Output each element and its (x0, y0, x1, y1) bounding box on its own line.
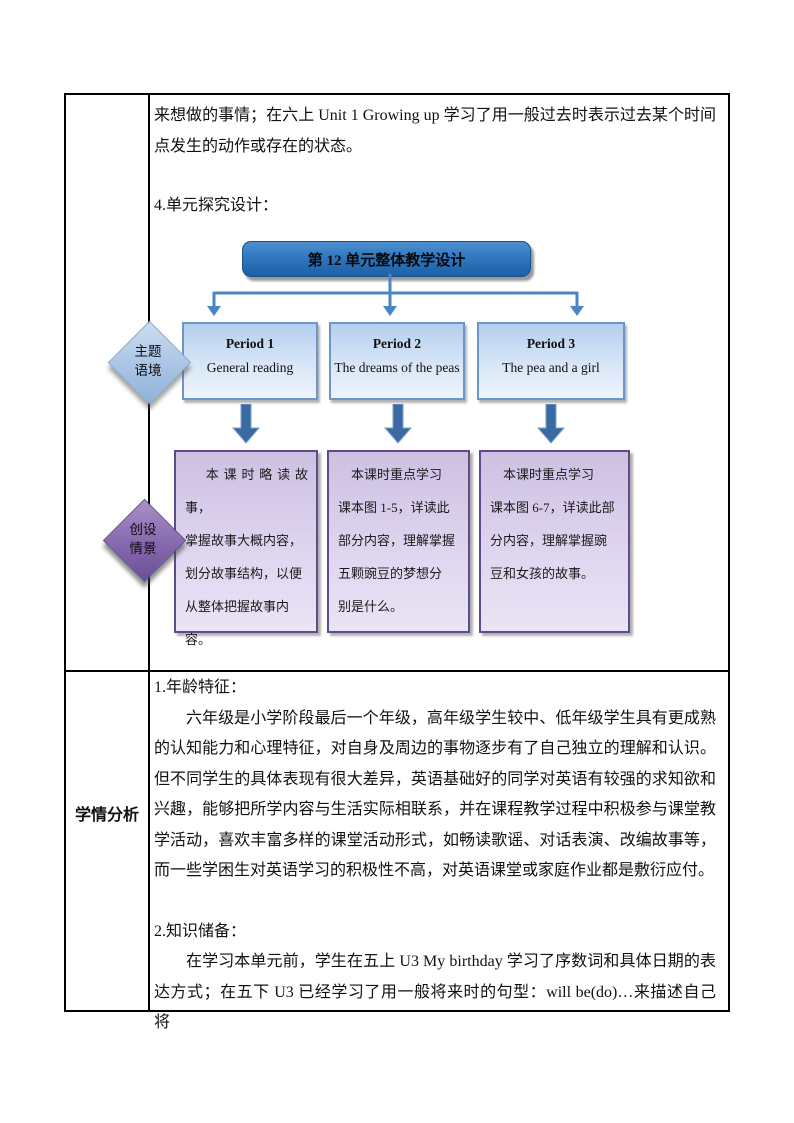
period-3-box: Period 3 The pea and a girl (477, 322, 625, 400)
flowchart-title-box: 第 12 单元整体教学设计 (242, 241, 531, 277)
student-analysis-content: 1.年龄特征： 六年级是小学阶段最后一个年级，高年级学生较中、低年级学生具有更成… (154, 673, 716, 1039)
unit-design-flowchart: 第 12 单元整体教学设计 Period 1 General readin (66, 95, 728, 670)
period-3-subtitle: The pea and a girl (502, 360, 600, 375)
period-2-box: Period 2 The dreams of the peas (329, 322, 465, 400)
knowledge-reserve-paragraph: 在学习本单元前，学生在五上 U3 My birthday 学习了序数词和具体日期… (154, 953, 716, 1031)
period-1-subtitle: General reading (206, 360, 294, 375)
down-arrow-icon (384, 404, 412, 444)
period-1-box: Period 1 General reading (182, 322, 318, 400)
intro-paragraph: 来想做的事情；在六上 Unit 1 Growing up 学习了用一般过去时表示… (154, 107, 716, 155)
create-scenario-label: 创设 情景 (129, 522, 157, 556)
theme-context-label: 主题 语境 (134, 344, 162, 378)
age-characteristics-paragraph: 六年级是小学阶段最后一个年级，高年级学生较中、低年级学生具有更成熟的认知能力和心… (154, 709, 716, 880)
period-2-subtitle: The dreams of the peas (334, 360, 460, 375)
period-3-detail-box: 本课时重点学习 课本图 6-7，详读此部 分内容，理解掌握豌 豆和女孩的故事。 (479, 450, 630, 633)
period-3-title: Period 3 (526, 336, 576, 351)
knowledge-reserve-heading: 2.知识储备： (154, 922, 247, 940)
row-header-xueqing-fenxi: 学情分析 (74, 807, 139, 824)
paragraph-gap (154, 887, 716, 917)
section-4-label: 4.单元探究设计： (154, 197, 279, 214)
lesson-plan-table: 来想做的事情；在六上 Unit 1 Growing up 学习了用一般过去时表示… (64, 93, 730, 1031)
period-1-title: Period 1 (225, 336, 275, 351)
period-2-title: Period 2 (372, 336, 422, 351)
branch-connector-lines (207, 273, 584, 316)
age-characteristics-heading: 1.年龄特征： (154, 679, 247, 696)
period-2-detail-box: 本课时重点学习 课本图 1-5，详读此 部分内容，理解掌握 五颗豌豆的梦想分 别… (327, 450, 470, 633)
table-row-divider (66, 670, 728, 672)
down-arrow-icon (232, 404, 260, 444)
period-1-detail-box: 本课时略读故事， 掌握故事大概内容， 划分故事结构，以便 从整体把握故事内 容。 (174, 450, 318, 647)
down-arrow-icon (537, 404, 565, 444)
